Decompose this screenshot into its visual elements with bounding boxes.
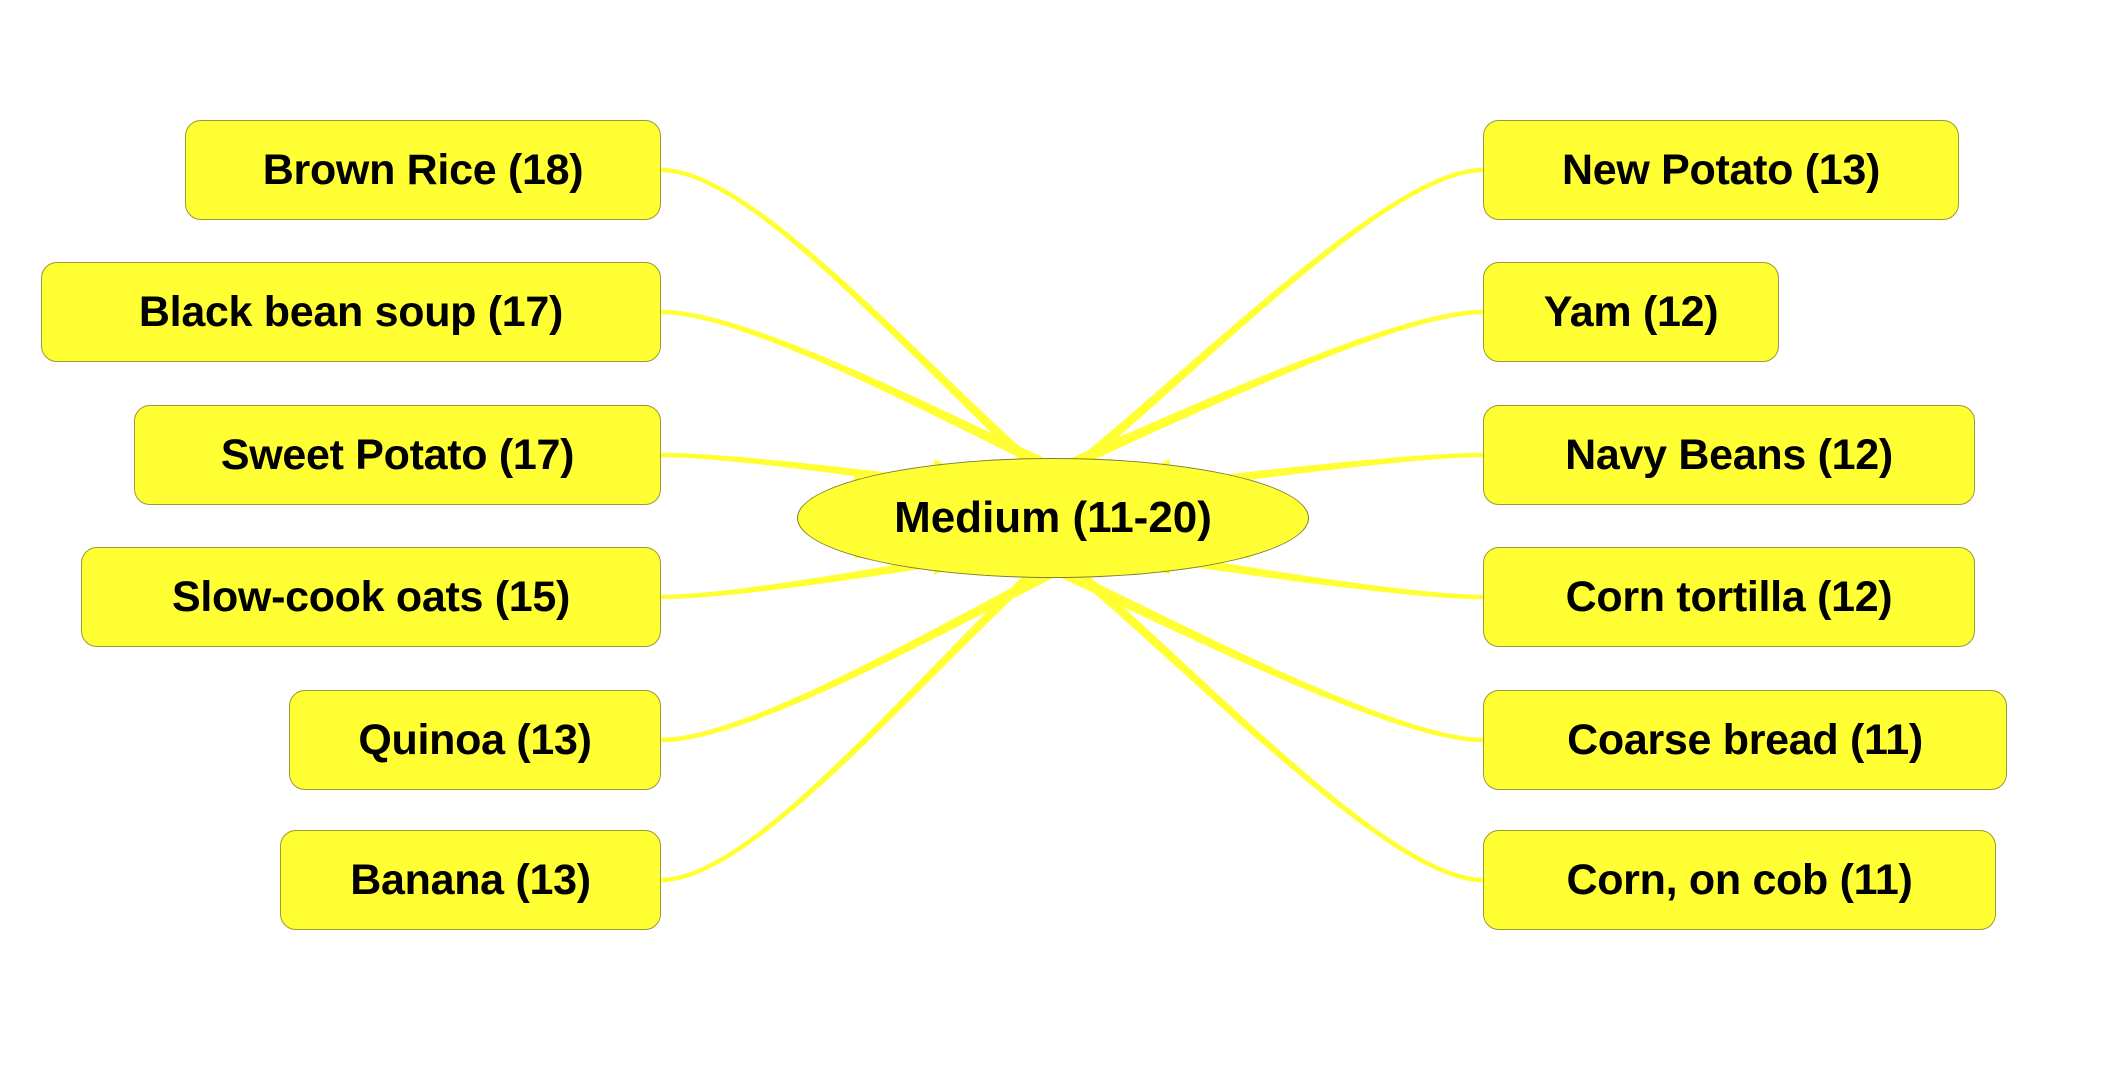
branch-node-label: Black bean soup (17) xyxy=(138,287,564,336)
branch-node-label: Corn, on cob (11) xyxy=(1566,855,1913,904)
center-node-label: Medium (11-20) xyxy=(894,493,1212,542)
branch-node-slow-cook-oats[interactable]: Slow-cook oats (15) xyxy=(81,547,661,647)
branch-node-corn-tortilla[interactable]: Corn tortilla (12) xyxy=(1483,547,1975,647)
branch-node-label: Banana (13) xyxy=(350,855,591,904)
branch-node-label: Coarse bread (11) xyxy=(1567,715,1923,764)
branch-node-yam[interactable]: Yam (12) xyxy=(1483,262,1779,362)
branch-node-label: Navy Beans (12) xyxy=(1565,430,1893,479)
branch-node-label: Quinoa (13) xyxy=(358,715,592,764)
center-node-medium[interactable]: Medium (11-20) xyxy=(797,458,1309,578)
branch-node-label: Slow-cook oats (15) xyxy=(171,572,571,621)
branch-node-black-bean-soup[interactable]: Black bean soup (17) xyxy=(41,262,661,362)
branch-node-new-potato[interactable]: New Potato (13) xyxy=(1483,120,1959,220)
branch-node-coarse-bread[interactable]: Coarse bread (11) xyxy=(1483,690,2007,790)
branch-node-brown-rice[interactable]: Brown Rice (18) xyxy=(185,120,661,220)
branch-node-navy-beans[interactable]: Navy Beans (12) xyxy=(1483,405,1975,505)
branch-node-banana[interactable]: Banana (13) xyxy=(280,830,661,930)
branch-node-label: New Potato (13) xyxy=(1561,145,1881,194)
branch-node-label: Corn tortilla (12) xyxy=(1565,572,1893,621)
branch-node-label: Brown Rice (18) xyxy=(262,145,584,194)
branch-node-quinoa[interactable]: Quinoa (13) xyxy=(289,690,661,790)
branch-node-sweet-potato[interactable]: Sweet Potato (17) xyxy=(134,405,661,505)
branch-node-corn-on-cob[interactable]: Corn, on cob (11) xyxy=(1483,830,1996,930)
branch-node-label: Yam (12) xyxy=(1543,287,1719,336)
branch-node-label: Sweet Potato (17) xyxy=(220,430,575,479)
